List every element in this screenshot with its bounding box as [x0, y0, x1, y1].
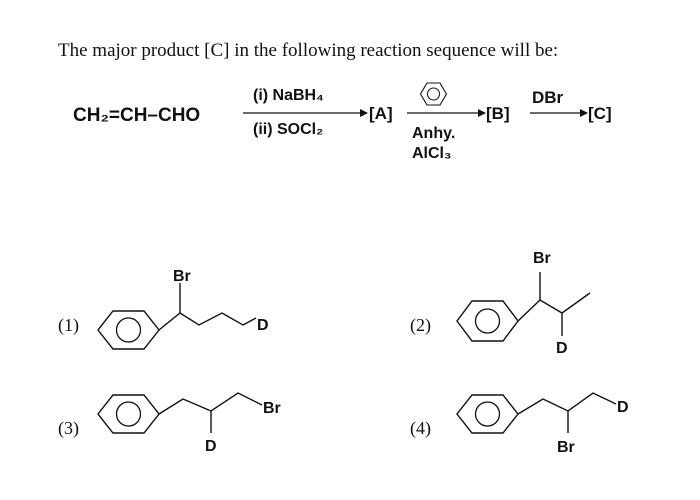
bromine-label: Br — [557, 439, 575, 456]
product-a: [A] — [369, 104, 393, 123]
deuterium-label: D — [205, 438, 217, 455]
deuterium-label: D — [556, 340, 568, 357]
step2-reagent-1: Anhy. — [412, 125, 455, 142]
carbon-chain — [158, 392, 263, 415]
benzene-ring-icon — [456, 394, 519, 434]
bromine-label: Br — [533, 250, 551, 267]
option-number: (2) — [410, 315, 431, 336]
product-b: [B] — [486, 104, 510, 123]
carbon-chain — [517, 292, 591, 322]
bromine-label: Br — [173, 268, 191, 285]
deuterium-label: D — [617, 399, 629, 416]
step1-reagent-2: (ii) SOCl₂ — [253, 121, 323, 138]
option-1[interactable]: (1) Br D — [58, 268, 269, 350]
reaction-scheme: CH₂=CH–CHO (i) NaBH₄ (ii) SOCl₂ [A] Anhy… — [73, 82, 612, 162]
benzene-ring-icon — [456, 300, 519, 342]
product-c: [C] — [588, 104, 612, 123]
option-4[interactable]: (4) Br D — [410, 392, 629, 456]
step3-reagent: DBr — [532, 88, 564, 107]
question-text: The major product [C] in the following r… — [58, 40, 559, 61]
carbon-chain — [158, 312, 257, 331]
step2-reagent-2: AlCl₃ — [412, 145, 451, 162]
benzene-reagent-icon — [419, 82, 448, 106]
deuterium-label: D — [257, 317, 269, 334]
benzene-ring-icon — [97, 394, 160, 434]
option-number: (4) — [410, 418, 431, 439]
step1-reagent-1: (i) NaBH₄ — [253, 87, 324, 104]
carbon-chain — [517, 392, 617, 415]
option-number: (1) — [58, 315, 79, 336]
option-number: (3) — [58, 418, 79, 439]
option-2[interactable]: (2) Br D — [410, 250, 591, 357]
bromine-label: Br — [263, 400, 281, 417]
option-3[interactable]: (3) D Br — [58, 392, 281, 455]
benzene-ring-icon — [97, 310, 160, 350]
reactant-formula: CH₂=CH–CHO — [73, 105, 200, 126]
